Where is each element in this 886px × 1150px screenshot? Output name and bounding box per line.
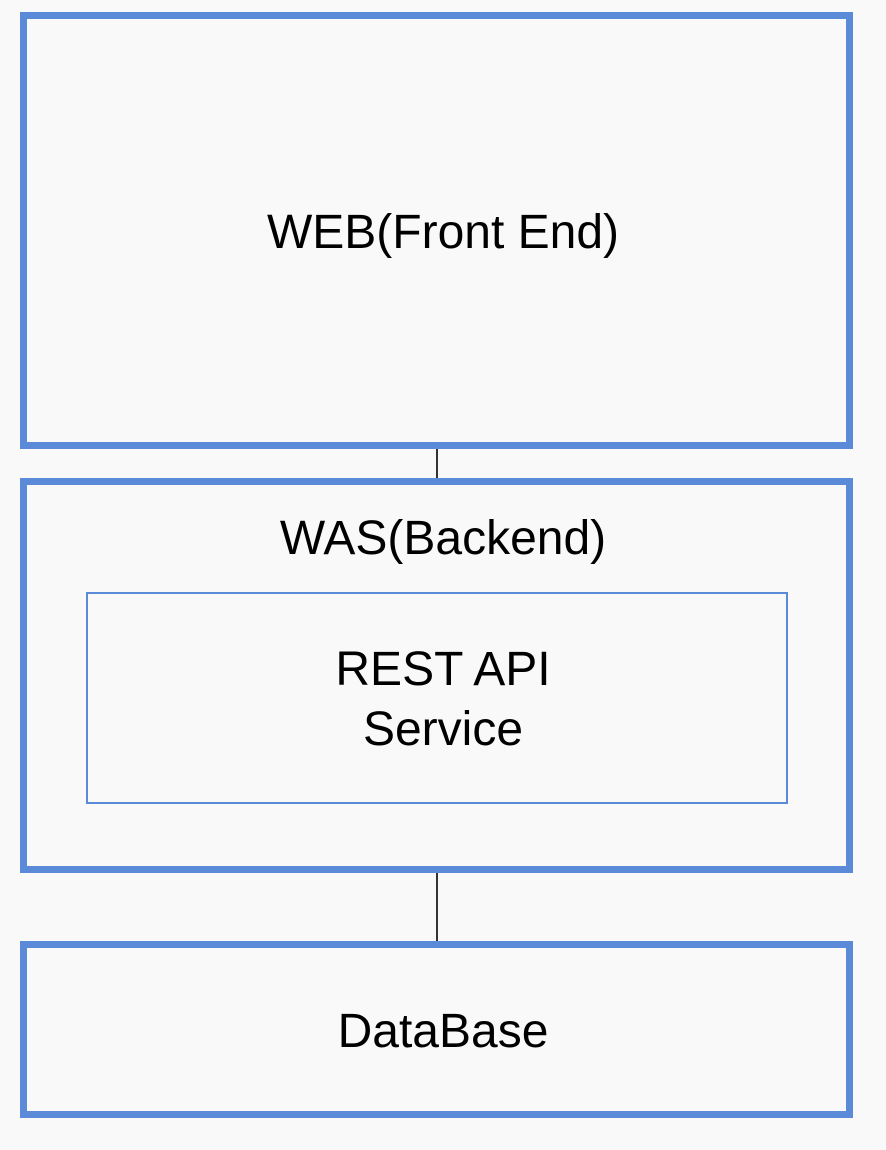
database-label: DataBase	[337, 1005, 549, 1058]
web-was-connector	[436, 449, 438, 478]
database-box	[20, 941, 853, 1118]
was-backend-label: WAS(Backend)	[279, 512, 607, 565]
was-db-connector	[436, 873, 438, 941]
rest-api-service-box	[86, 592, 788, 804]
web-frontend-label: WEB(Front End)	[266, 206, 620, 259]
rest-api-label: REST API	[335, 643, 551, 696]
service-label: Service	[362, 703, 524, 756]
web-frontend-box	[20, 12, 853, 449]
